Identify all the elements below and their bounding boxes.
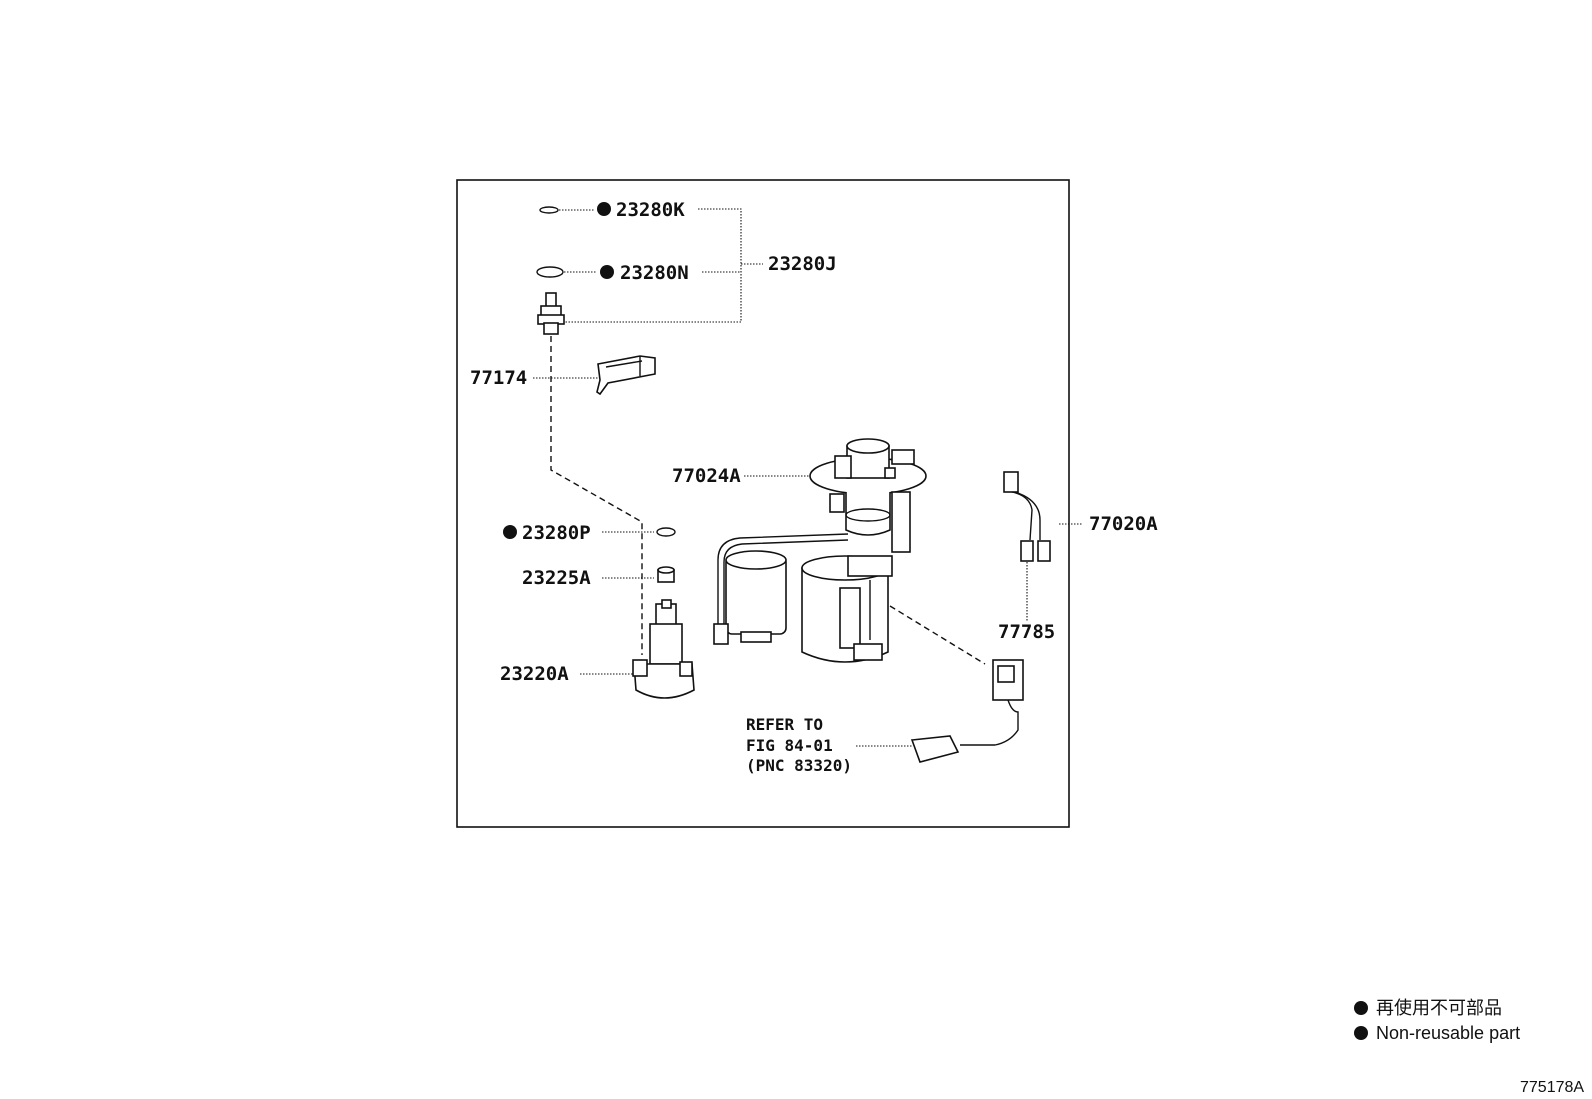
sub-tank-shape <box>801 555 893 663</box>
refer-line-1: REFER TO <box>746 715 823 734</box>
fuel-filter-shape <box>713 533 849 645</box>
o-ring-23280N-shape <box>536 266 564 278</box>
part-label-23280J: 23280J <box>768 253 837 275</box>
part-label-77785: 77785 <box>998 621 1055 643</box>
part-label-77024A: 77024A <box>672 465 741 487</box>
legend-line-2: Non-reusable part <box>1376 1023 1520 1043</box>
non-reusable-icon <box>503 525 517 539</box>
non-reusable-icon <box>1354 1026 1368 1040</box>
pressure-regulator-shape <box>537 292 565 335</box>
part-label-23225A: 23225A <box>522 567 591 589</box>
refer-line-3: (PNC 83320) <box>746 756 852 775</box>
fuel-pump-23220A-shape <box>632 599 695 699</box>
non-reusable-icon <box>1354 1001 1368 1015</box>
bracket-77174-shape <box>596 355 656 396</box>
part-label-77174: 77174 <box>470 367 527 389</box>
non-reusable-icon <box>597 202 611 216</box>
part-label-23220A: 23220A <box>500 663 569 685</box>
o-ring-23280K-shape <box>539 206 559 214</box>
legend-line-1: 再使用不可部品 <box>1376 998 1502 1018</box>
sender-dashed-line <box>889 605 986 665</box>
diagram-frame <box>456 179 1070 828</box>
wire-harness-77785-shape <box>1003 471 1051 622</box>
part-label-77020A: 77020A <box>1089 513 1158 535</box>
part-label-23280P: 23280P <box>522 522 591 544</box>
refer-line-2: FIG 84-01 <box>746 736 833 755</box>
assembly-dashed-line <box>550 336 643 655</box>
pump-cover-77024A-shape <box>809 438 927 553</box>
part-label-23280K: 23280K <box>616 199 685 221</box>
fuel-level-sender-shape <box>910 659 1024 763</box>
legend: 再使用不可部品 Non-reusable part <box>1354 998 1520 1043</box>
part-label-23280N: 23280N <box>620 262 689 284</box>
figure-id: 775178A <box>1520 1079 1584 1096</box>
cushion-23225A-shape <box>657 566 675 583</box>
o-ring-23280P-shape <box>656 527 676 537</box>
non-reusable-icon <box>600 265 614 279</box>
